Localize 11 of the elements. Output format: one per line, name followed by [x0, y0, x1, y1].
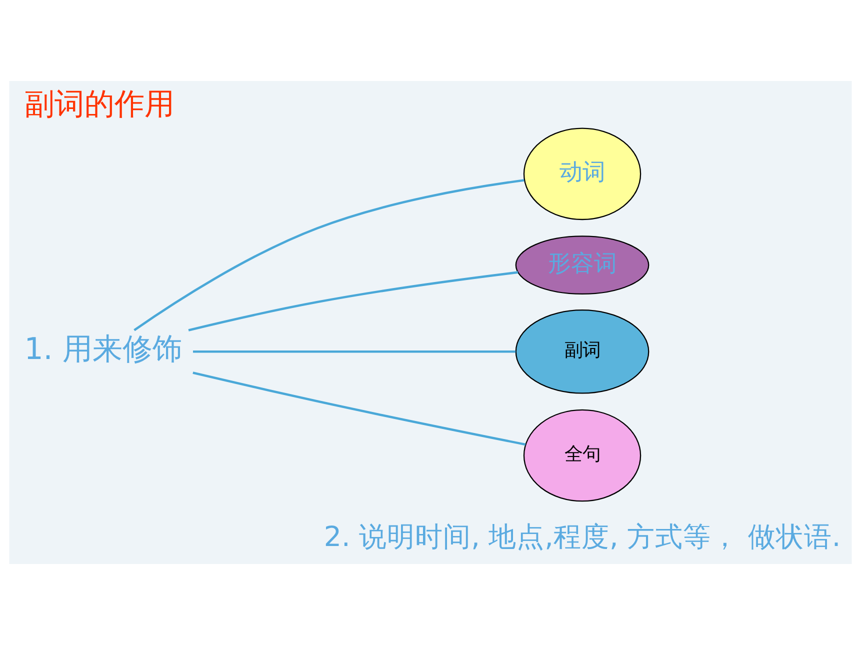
node-ellipse: 副词: [514, 310, 649, 394]
label: 2. 说明时间, 地点,程度, 方式等， 做状语.: [323, 520, 840, 553]
connector: [192, 372, 526, 446]
connector: [188, 271, 518, 332]
node-ellipse: 形容词: [514, 236, 649, 295]
connector: [133, 179, 524, 332]
connector: [192, 350, 516, 353]
node-ellipse: 动词: [522, 128, 641, 220]
node-text: 1. 用来修饰: [24, 332, 182, 367]
node-ellipse: 全句: [522, 409, 641, 502]
diagram-title: 副词的作用: [24, 87, 174, 122]
